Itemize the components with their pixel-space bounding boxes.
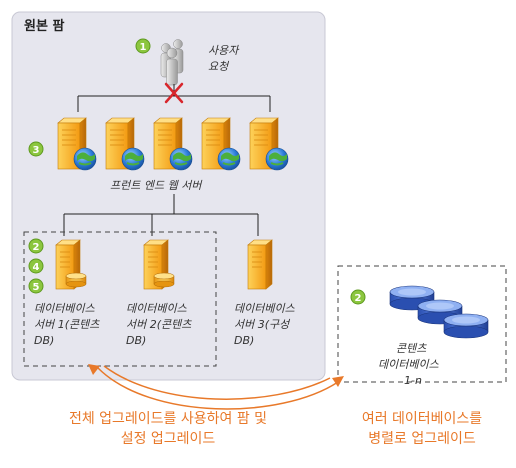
disk-icon (65, 272, 87, 288)
step-number: 1 (140, 42, 147, 53)
globe-icon (265, 147, 289, 171)
db3-label-line3: DB) (234, 334, 254, 347)
upgrade-arrows (97, 365, 339, 410)
db2-label-line3: DB) (126, 334, 146, 347)
web-server-icon (201, 117, 241, 171)
db1-label-line2: 서버 1(콘텐츠 (34, 318, 100, 331)
globe-icon (169, 147, 193, 171)
web-servers-label: 프런트 엔드 웹 서버 (110, 179, 203, 192)
step-number: 2 (33, 242, 40, 253)
db3-label-line1: 데이터베이스 (234, 302, 296, 315)
database-disk-icon (443, 313, 489, 339)
caption-left-line2: 설정 업그레이드 (121, 431, 216, 447)
arrowhead-right-icon (332, 376, 344, 387)
database-disk-icon (389, 285, 435, 311)
step-badge-web: 3 (28, 141, 44, 157)
users-label-line2: 요청 (208, 60, 230, 73)
caption-left-line1: 전체 업그레이드를 사용하여 팜 및 (69, 411, 267, 427)
content-db-label-line3: 1-n (404, 374, 422, 387)
globe-icon (73, 147, 97, 171)
users-icon (160, 39, 184, 86)
step-badge-db-b: 4 (28, 258, 44, 274)
arrowhead-left-icon (88, 364, 100, 375)
database-server-icon (247, 239, 273, 290)
step-number: 3 (33, 145, 40, 156)
users-label-line1: 사용자 (208, 44, 240, 57)
db-upgrade-group (23, 231, 217, 367)
farm-panel (11, 11, 326, 381)
db-server-group (55, 239, 273, 290)
step-badge-content: 2 (350, 289, 366, 305)
web-server-icon (105, 117, 145, 171)
db2-label-line2: 서버 2(콘텐츠 (126, 318, 192, 331)
caption-right-line1: 여러 데이터베이스를 (362, 411, 482, 427)
step-badge-db-c: 5 (28, 278, 44, 294)
arrowhead-icons (88, 364, 344, 387)
step-badge-user: 1 (135, 38, 151, 54)
step-number: 2 (355, 293, 362, 304)
content-db-label-line1: 콘텐츠 (396, 342, 427, 355)
content-db-group (337, 265, 507, 383)
farm-title: 원본 팜 (24, 18, 64, 34)
web-server-icon (249, 117, 289, 171)
globe-icon (217, 147, 241, 171)
content-db-label-line2: 데이터베이스 (378, 358, 440, 371)
disk-icon (153, 272, 175, 288)
step-number: 5 (33, 282, 40, 293)
arrow-curve-lower (97, 367, 339, 410)
content-database-icon (389, 285, 489, 339)
db2-label-line1: 데이터베이스 (126, 302, 188, 315)
web-server-icon (153, 117, 193, 171)
database-server-icon (143, 239, 175, 290)
db1-label-line1: 데이터베이스 (34, 302, 96, 315)
web-server-group (57, 117, 289, 171)
step-number: 4 (33, 262, 40, 273)
step-badge-db-a: 2 (28, 238, 44, 254)
blocked-x-icon (164, 82, 184, 104)
arrow-curve-upper (103, 365, 331, 400)
web-server-icon (57, 117, 97, 171)
db1-label-line3: DB) (34, 334, 54, 347)
globe-icon (121, 147, 145, 171)
database-server-icon (55, 239, 87, 290)
db3-label-line2: 서버 3(구성 (234, 318, 291, 331)
caption-right-line2: 병렬로 업그레이드 (368, 431, 476, 447)
